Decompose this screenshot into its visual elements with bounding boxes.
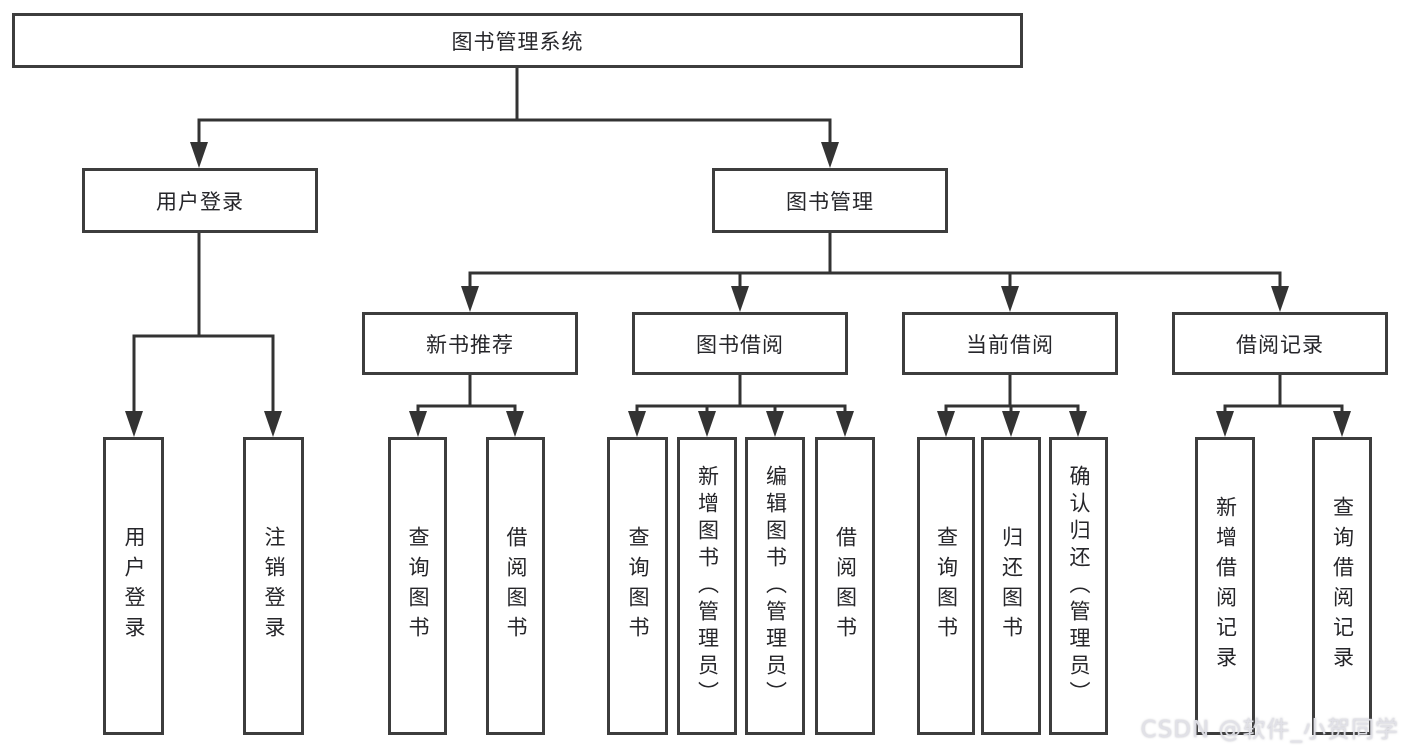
node-query-book-recommend: 查询图书 xyxy=(388,437,447,735)
node-book-management: 图书管理 xyxy=(712,168,948,233)
node-label: 归还图书 xyxy=(999,526,1024,646)
node-borrow-book-recommend: 借阅图书 xyxy=(486,437,545,735)
node-label: 图书管理系统 xyxy=(451,29,584,54)
node-label: 当前借阅 xyxy=(966,332,1054,357)
node-query-borrow-record: 查询借阅记录 xyxy=(1312,437,1372,735)
node-label: 查询图书 xyxy=(406,526,430,646)
node-label: 用户登录 xyxy=(122,526,146,646)
node-return-book: 归还图书 xyxy=(981,437,1041,735)
node-label: 确认归还（管理员） xyxy=(1067,464,1091,708)
node-label: 新增图书（管理员） xyxy=(695,464,720,708)
arrowhead-icons xyxy=(125,142,1351,437)
node-label: 注销登录 xyxy=(262,526,286,646)
node-add-book-admin: 新增图书（管理员） xyxy=(677,437,737,735)
node-current-borrow: 当前借阅 xyxy=(902,312,1118,375)
node-label: 编辑图书（管理员） xyxy=(763,464,788,708)
node-label: 新书推荐 xyxy=(426,332,514,357)
node-add-borrow-record: 新增借阅记录 xyxy=(1195,437,1255,735)
node-label: 借阅记录 xyxy=(1236,332,1324,357)
node-label: 借阅图书 xyxy=(504,526,528,646)
node-label: 查询图书 xyxy=(626,526,650,646)
node-user-login: 用户登录 xyxy=(82,168,318,233)
node-borrow-book: 借阅图书 xyxy=(815,437,875,735)
node-root-title: 图书管理系统 xyxy=(12,13,1023,68)
node-query-book-current: 查询图书 xyxy=(917,437,975,735)
node-label: 借阅图书 xyxy=(833,526,858,646)
node-label: 新增借阅记录 xyxy=(1213,496,1238,676)
node-borrow-record: 借阅记录 xyxy=(1172,312,1388,375)
node-logout-action: 注销登录 xyxy=(243,437,304,735)
node-label: 用户登录 xyxy=(156,189,244,214)
node-label: 查询图书 xyxy=(934,526,959,646)
node-book-borrow: 图书借阅 xyxy=(632,312,848,375)
node-edit-book-admin: 编辑图书（管理员） xyxy=(745,437,805,735)
node-new-book-recommend: 新书推荐 xyxy=(362,312,578,375)
node-query-book-borrow: 查询图书 xyxy=(607,437,668,735)
node-label: 图书借阅 xyxy=(696,332,784,357)
node-label: 图书管理 xyxy=(786,189,874,214)
node-user-login-action: 用户登录 xyxy=(103,437,164,735)
node-confirm-return-admin: 确认归还（管理员） xyxy=(1049,437,1108,735)
node-label: 查询借阅记录 xyxy=(1330,496,1355,676)
